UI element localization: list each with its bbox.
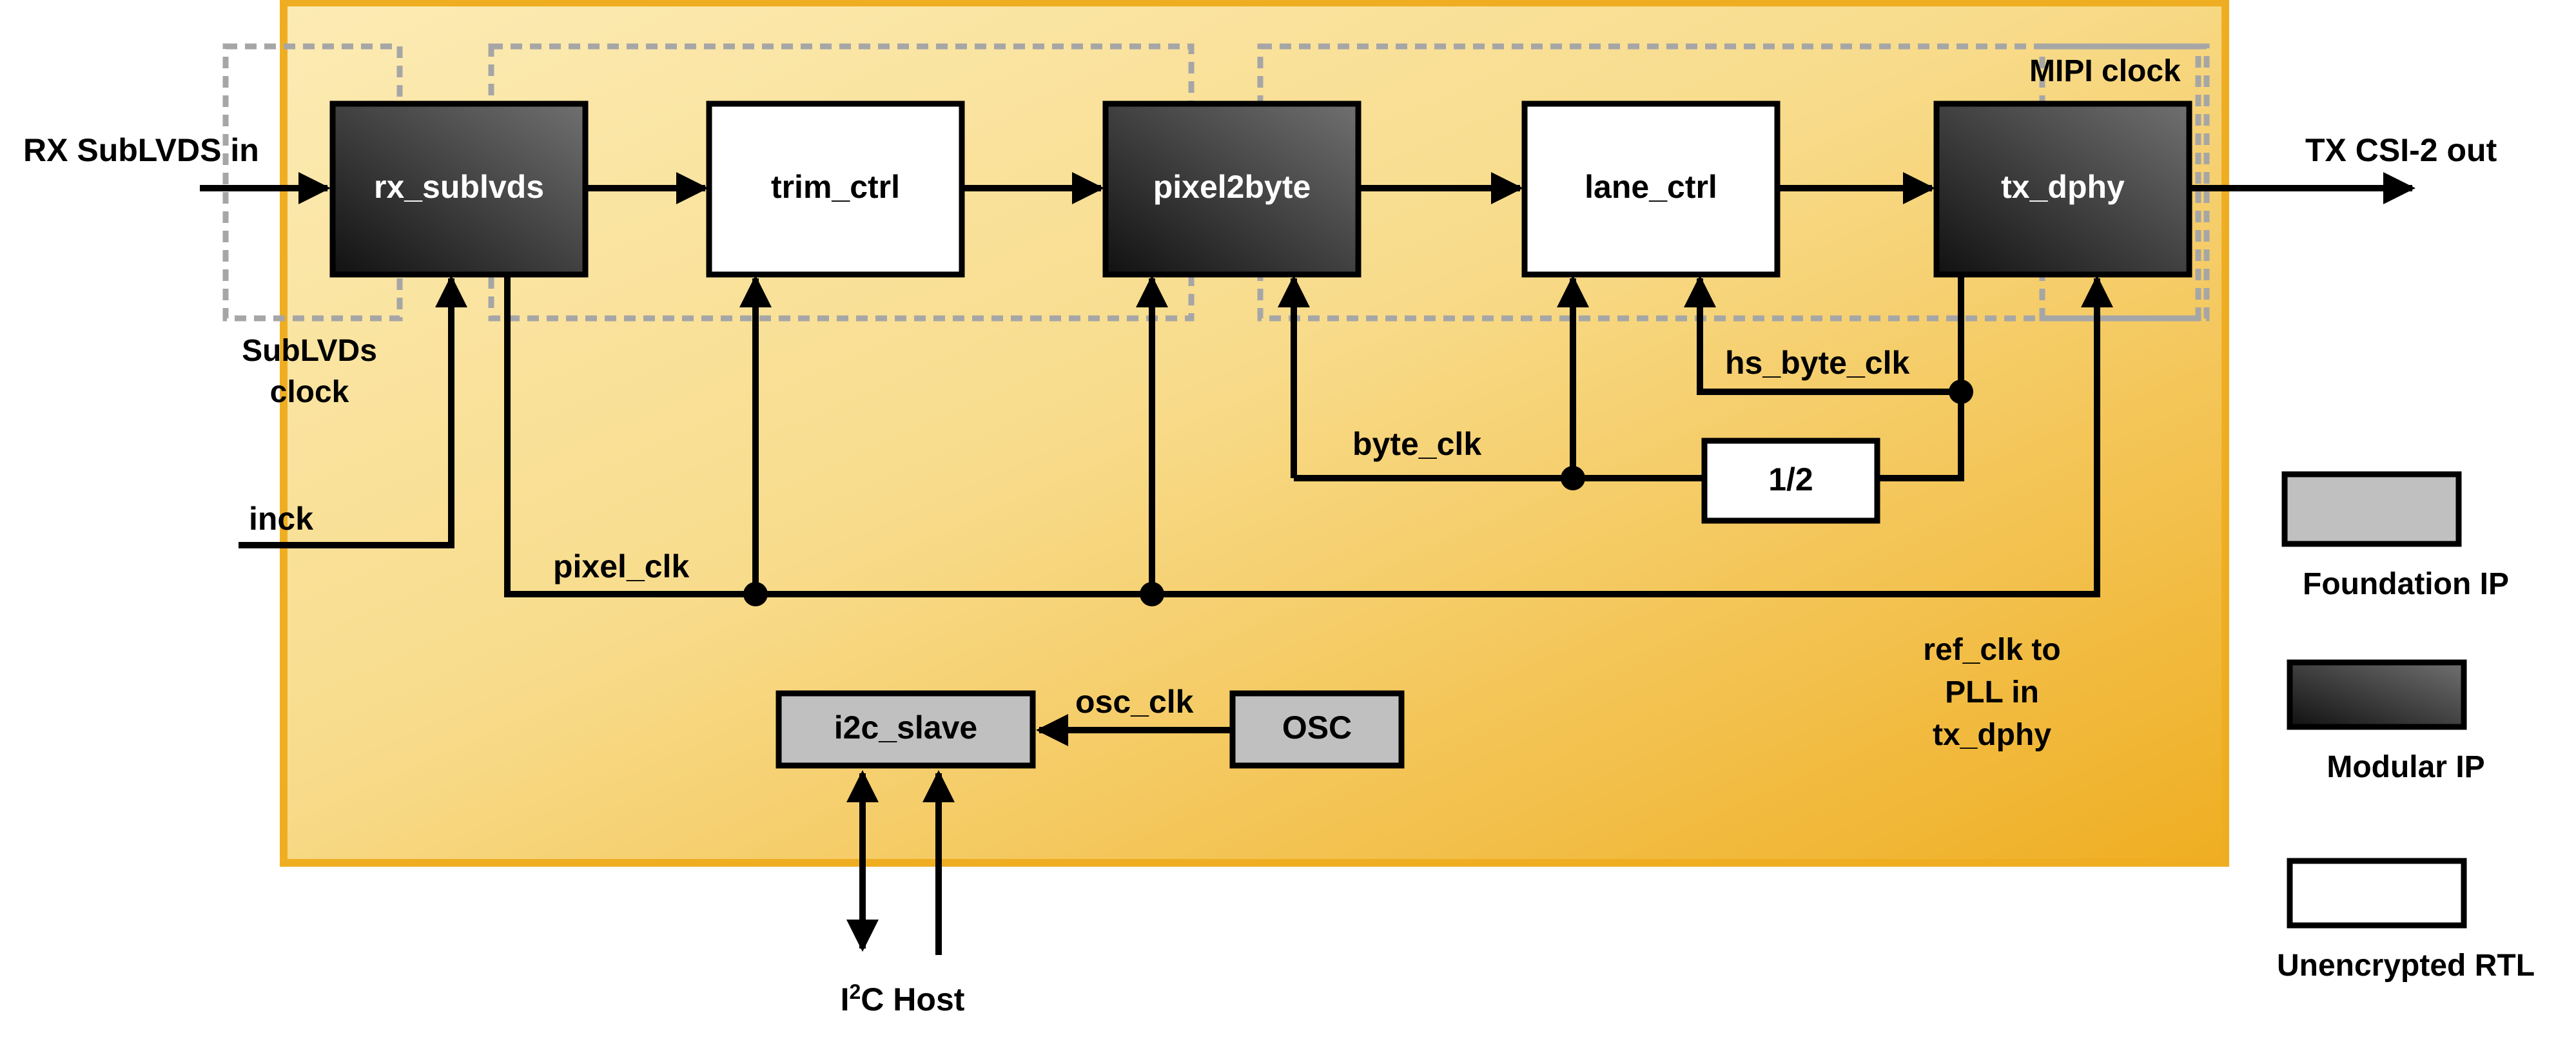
legend-foundation-label: Foundation IP: [2303, 567, 2509, 601]
hs-byte-clk-label: hs_byte_clk: [1725, 345, 1909, 381]
junction-dot: [743, 582, 768, 606]
legend-unencrypted-label: Unencrypted RTL: [2277, 949, 2535, 983]
pixel-clk-wire: [504, 275, 2113, 597]
sublvds-clock-label-line2: clock: [270, 375, 349, 409]
hs-byte-clk-to-lane: [1684, 275, 1961, 395]
tx-dphy-label: tx_dphy: [2001, 169, 2125, 205]
inck-label: inck: [249, 501, 313, 537]
i2c-slave-label: i2c_slave: [834, 709, 977, 746]
legend-modular-label: Modular IP: [2327, 750, 2484, 784]
i2c-slave-block: i2c_slave: [776, 690, 1036, 769]
legend-unencrypted-swatch: [2287, 858, 2467, 929]
lane-ctrl-block: lane_ctrl: [1521, 101, 1781, 278]
legend: Foundation IP Modular IP Unencrypted RTL: [2277, 471, 2535, 983]
inck-wire: [239, 275, 467, 548]
i2c-host-label: I2C Host: [841, 980, 965, 1018]
mipi-clock-label: MIPI clock: [2029, 54, 2181, 88]
legend-modular-swatch: [2287, 659, 2467, 730]
tx-dphy-block: tx_dphy: [1933, 101, 2192, 278]
junction-dots: [743, 380, 1973, 606]
junction-dot: [1561, 466, 1585, 490]
clock-network: [239, 275, 2113, 955]
sublvds-clock-label-line1: SubLVDs: [242, 334, 377, 368]
rx-input-label: RX SubLVDS in: [23, 132, 259, 168]
rx-sublvds-block: rx_sublvds: [329, 101, 589, 278]
byte-clk-label: byte_clk: [1352, 426, 1481, 462]
osc-clk-label: osc_clk: [1075, 684, 1194, 720]
junction-dot: [1140, 582, 1164, 606]
ref-clk-label-line3: tx_dphy: [1933, 718, 2051, 752]
junction-dot: [1949, 380, 1973, 404]
hs-byte-clk-wire: [1877, 275, 1964, 481]
divider-label: 1/2: [1768, 461, 1813, 497]
legend-foundation-swatch: [2281, 471, 2462, 547]
tx-output-label: TX CSI-2 out: [2305, 132, 2497, 168]
osc-label: OSC: [1282, 709, 1352, 746]
ref-clk-label-line2: PLL in: [1945, 675, 2039, 709]
pixel-clk-label: pixel_clk: [553, 548, 689, 584]
pixel2byte-label: pixel2byte: [1153, 169, 1311, 205]
rx-sublvds-label: rx_sublvds: [374, 169, 544, 205]
lane-ctrl-label: lane_ctrl: [1585, 169, 1717, 205]
trim-ctrl-label: trim_ctrl: [771, 169, 900, 205]
osc-block: OSC: [1229, 690, 1405, 769]
divider-block: 1/2: [1701, 438, 1880, 524]
ref-clk-label-line1: ref_clk to: [1923, 633, 2060, 667]
trim-ctrl-block: trim_ctrl: [706, 101, 965, 278]
pixel2byte-block: pixel2byte: [1102, 101, 1361, 278]
